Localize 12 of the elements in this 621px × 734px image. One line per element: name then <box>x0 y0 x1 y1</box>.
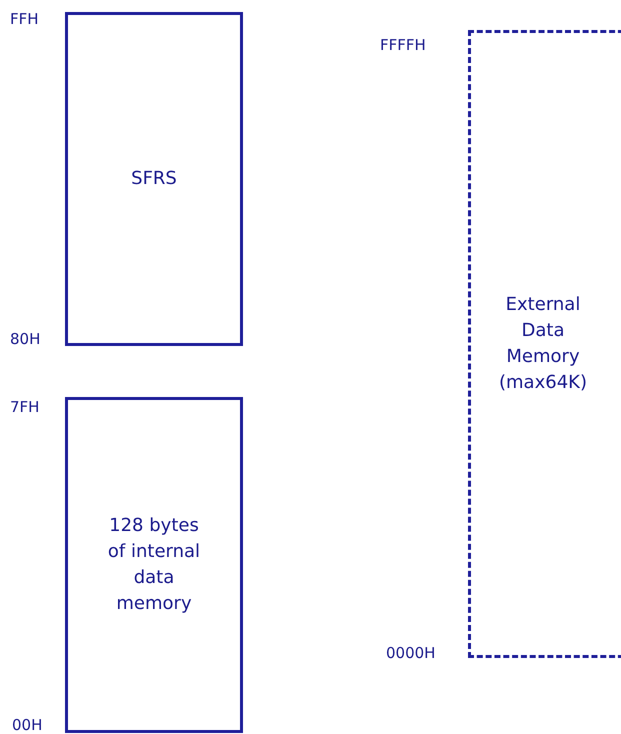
address-label: 80H <box>10 330 40 348</box>
address-label: 7FH <box>10 398 40 416</box>
address-label: 0000H <box>386 644 436 662</box>
memory-block <box>65 12 243 346</box>
block-label: SFRS <box>130 166 178 191</box>
address-label: 00H <box>12 716 42 734</box>
address-label: FFH <box>10 10 39 28</box>
dashed-memory-block <box>468 30 621 658</box>
block-label: External Data Memory (max64K) <box>498 292 588 396</box>
block-label: 128 bytes of internal data memory <box>106 514 202 616</box>
address-label: FFFFH <box>380 36 426 54</box>
memory-block <box>65 397 243 733</box>
